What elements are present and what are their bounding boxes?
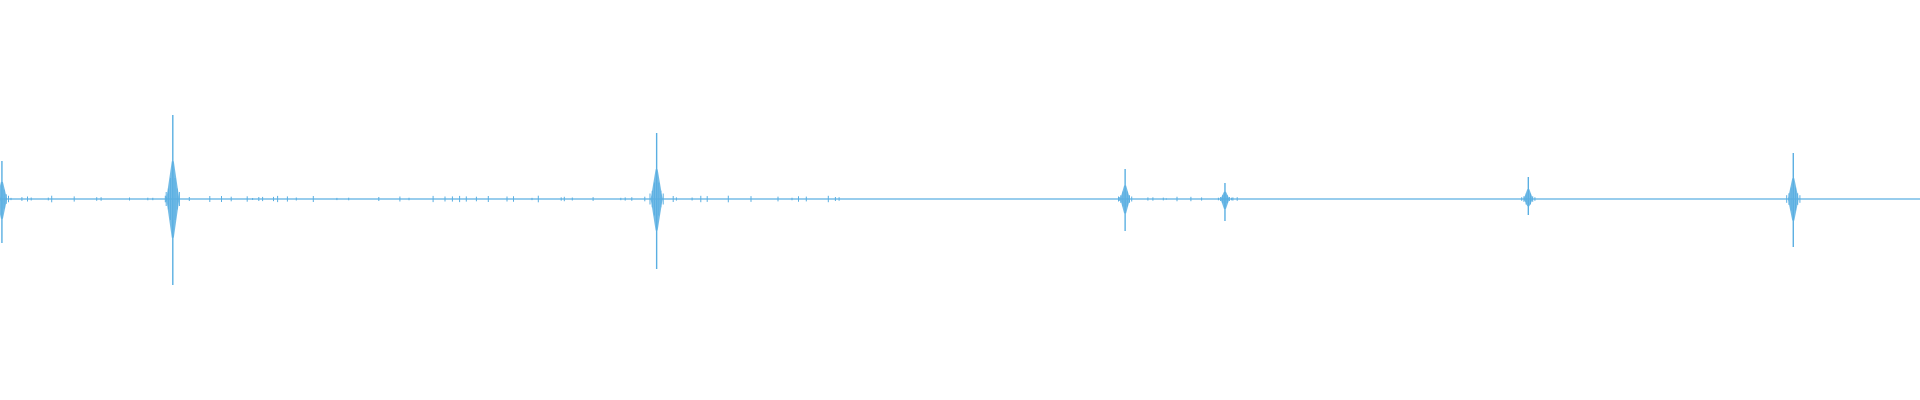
waveform-peak	[165, 115, 180, 285]
waveform-peak	[0, 161, 9, 243]
waveform-peak	[1521, 177, 1536, 215]
waveform-layer	[0, 115, 1920, 285]
waveform-peak	[1786, 153, 1801, 247]
waveform-peak	[649, 133, 664, 269]
waveform-peak	[1118, 169, 1133, 231]
waveform-peak	[1217, 183, 1233, 221]
